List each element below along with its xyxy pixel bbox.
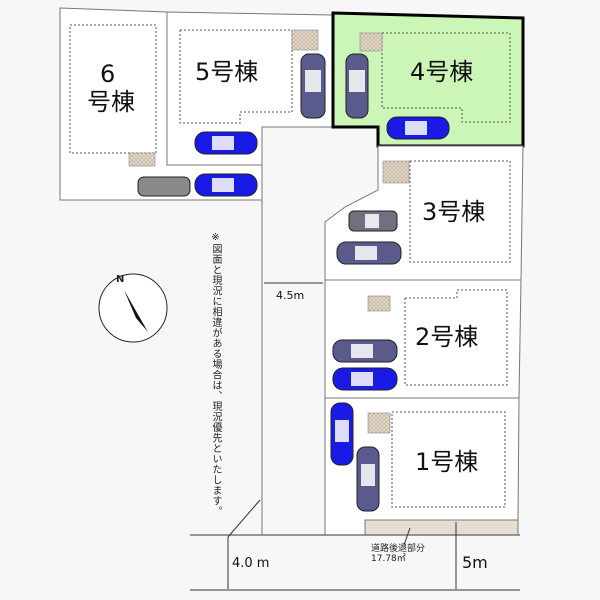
lot-5-label: 5号棟 (195, 58, 259, 86)
setback-label: 道路後退部分 (371, 544, 426, 554)
compass (98, 273, 168, 343)
disclaimer-note: ※図面と現況に相違がある場合は、現況優先といたします。 (210, 232, 221, 517)
lot-4-label: 4号棟 (410, 58, 474, 86)
setback-road-width: 5m (462, 553, 488, 572)
lot-1-label: 1号棟 (415, 448, 479, 476)
lot-6-label: 6 (100, 60, 116, 88)
lot-3-label: 3号棟 (422, 198, 486, 226)
building-3-footprint (409, 160, 511, 263)
building-6-footprint (69, 24, 157, 154)
private-road-width: 4.5m (276, 289, 305, 302)
front-road-width: 4.0 m (232, 556, 270, 571)
lot-2-label: 2号棟 (415, 323, 479, 351)
north-arrow-icon (124, 290, 148, 332)
building-1-footprint (391, 411, 506, 508)
car (137, 176, 191, 197)
building-2-footprint (404, 289, 508, 386)
building-4-footprint (381, 32, 511, 123)
compass-north-label: N (116, 274, 125, 285)
road-setback-strip (364, 519, 519, 536)
lot-6-label-suffix: 号棟 (87, 88, 135, 116)
setback-area: 17.78㎡ (371, 554, 406, 564)
